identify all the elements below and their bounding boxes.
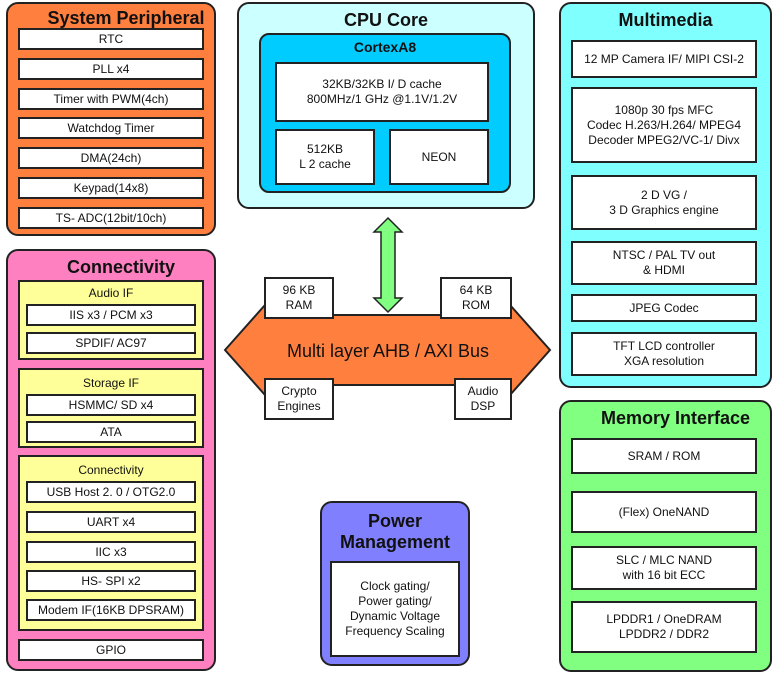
cpu-core-title: CPU Core <box>343 10 428 30</box>
memory-item: SLC / MLC NAND with 16 bit ECC <box>571 546 757 590</box>
system-peripheral-title: System Peripheral <box>47 8 205 28</box>
memory-interface-title: Memory Interface <box>600 408 751 428</box>
multimedia-item: 2 D VG / 3 D Graphics engine <box>571 175 757 230</box>
gpio-box: GPIO <box>18 639 204 661</box>
audio-if-group: Audio IF IIS x3 / PCM x3 SPDIF/ AC97 <box>18 280 204 360</box>
sysper-item: RTC <box>18 28 204 50</box>
connectivity-item: IIC x3 <box>26 541 196 563</box>
l2-cache-box: 512KB L 2 cache <box>275 129 375 185</box>
multimedia-panel: Multimedia 12 MP Camera IF/ MIPI CSI-2 1… <box>559 2 772 388</box>
power-management-box: Clock gating/ Power gating/ Dynamic Volt… <box>330 561 460 657</box>
multimedia-item: JPEG Codec <box>571 294 757 322</box>
memory-item: SRAM / ROM <box>571 438 757 474</box>
sysper-item: Watchdog Timer <box>18 117 204 139</box>
sysper-item: TS- ADC(12bit/10ch) <box>18 207 204 229</box>
cortex-a8-title: CortexA8 <box>353 39 417 55</box>
storage-if-group: Storage IF HSMMC/ SD x4 ATA <box>18 368 204 448</box>
multimedia-item: TFT LCD controller XGA resolution <box>571 332 757 376</box>
bus-label: Multi layer AHB / AXI Bus <box>287 341 489 361</box>
storage-if-item: HSMMC/ SD x4 <box>26 394 196 416</box>
sysper-item: Keypad(14x8) <box>18 177 204 199</box>
connectivity-group-label: Connectivity <box>78 463 144 477</box>
multimedia-item: NTSC / PAL TV out & HDMI <box>571 241 757 285</box>
sysper-item: PLL x4 <box>18 58 204 80</box>
memory-interface-panel: Memory Interface SRAM / ROM (Flex) OneNA… <box>559 400 772 672</box>
multimedia-title: Multimedia <box>618 10 713 30</box>
memory-item: (Flex) OneNAND <box>571 491 757 533</box>
audio-dsp-box: Audio DSP <box>454 378 512 420</box>
connectivity-item: USB Host 2. 0 / OTG2.0 <box>26 481 196 503</box>
connectivity-panel: Connectivity Audio IF IIS x3 / PCM x3 SP… <box>6 249 216 671</box>
connectivity-group: Connectivity USB Host 2. 0 / OTG2.0 UART… <box>18 455 204 631</box>
memory-item: LPDDR1 / OneDRAM LPDDR2 / DDR2 <box>571 601 757 653</box>
cortex-a8-block: CortexA8 32KB/32KB I/ D cache 800MHz/1 G… <box>259 33 511 193</box>
multimedia-item: 1080p 30 fps MFC Codec H.263/H.264/ MPEG… <box>571 87 757 163</box>
rom-box: 64 KB ROM <box>440 277 512 319</box>
cache-box: 32KB/32KB I/ D cache 800MHz/1 GHz @1.1V/… <box>275 62 489 122</box>
audio-if-item: SPDIF/ AC97 <box>26 332 196 354</box>
sysper-item: Timer with PWM(4ch) <box>18 88 204 110</box>
audio-if-label: Audio IF <box>88 286 134 300</box>
system-peripheral-panel: System Peripheral RTC PLL x4 Timer with … <box>6 2 216 236</box>
neon-box: NEON <box>389 129 489 185</box>
connectivity-item: UART x4 <box>26 511 196 533</box>
cpu-bus-arrow <box>372 216 404 314</box>
connectivity-item: HS- SPI x2 <box>26 570 196 592</box>
multimedia-item: 12 MP Camera IF/ MIPI CSI-2 <box>571 40 757 78</box>
connectivity-title: Connectivity <box>66 257 176 277</box>
storage-if-item: ATA <box>26 421 196 443</box>
connectivity-item: Modem IF(16KB DPSRAM) <box>26 599 196 621</box>
power-management-title: Power Management <box>339 511 451 552</box>
power-management-panel: Power Management Clock gating/ Power gat… <box>320 501 470 666</box>
ram-box: 96 KB RAM <box>264 277 334 319</box>
audio-if-item: IIS x3 / PCM x3 <box>26 304 196 326</box>
sysper-item: DMA(24ch) <box>18 147 204 169</box>
storage-if-label: Storage IF <box>82 376 140 390</box>
crypto-engines-box: Crypto Engines <box>264 378 334 420</box>
